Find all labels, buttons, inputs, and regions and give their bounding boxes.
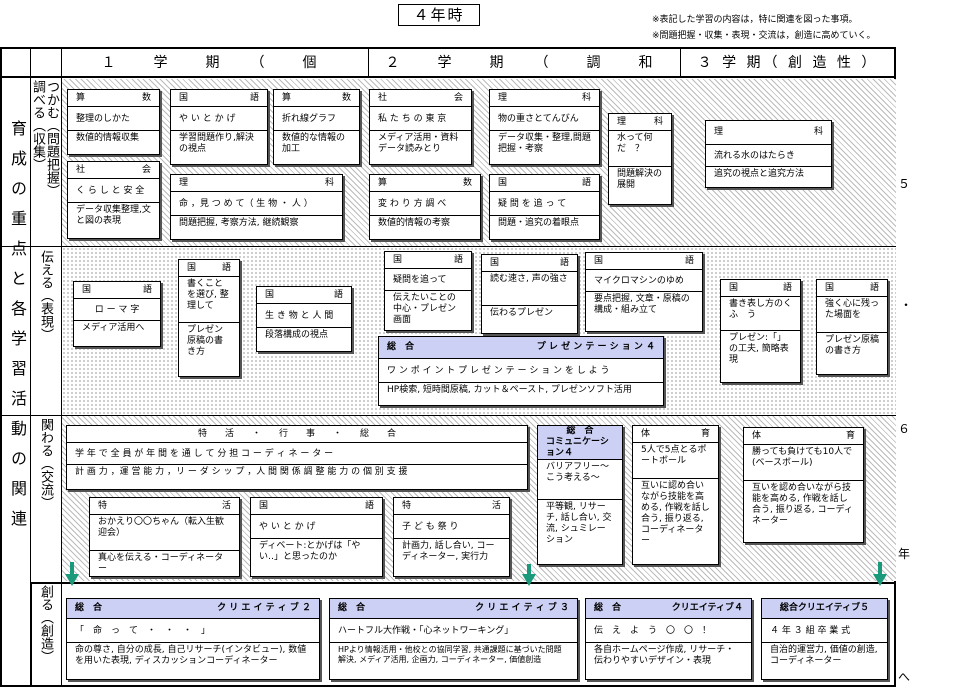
- card-sci-river: 理科 流れる水のはたらき 追究の視点と追究方法: [705, 120, 832, 188]
- row-label-interact: 関わる（交流）: [38, 418, 53, 509]
- semester-3: ３ 学 期（ 創 造 性 ）: [697, 55, 879, 71]
- row-label-express: 伝える（表現）: [38, 250, 53, 341]
- right-dot: ・: [900, 298, 913, 312]
- right-year: 年: [898, 547, 911, 561]
- card-pe-portball: 体育 5人で5点とるポートボール 互いに認め合いながら技能を高める, 作戦を話し…: [632, 425, 719, 565]
- note-2: ※問題把握・収集・表現・交流は，創造に高めていく。: [652, 31, 876, 41]
- card-sougou-presentation4: 総 合プ レ ゼ ン テ ー シ ョ ン ４ ワ ン ポ イ ン ト プ レ ゼ…: [378, 336, 664, 406]
- card-math-change: 算数 変 わ り 方 調 べ 数値的情報の考察: [369, 174, 481, 240]
- card-tokkatsu-events: 特 活 ・ 行 事 ・ 総 合 学 年 で 全 員 が 年 間 を 通 し て …: [66, 425, 528, 490]
- card-sougou-communication4: 総 合コミュニケーション４ バリアフリー～こう考える～ 平等観, リサーチ, 話…: [537, 425, 623, 565]
- card-pe-baseball: 体育 勝っても負けても10人で(ベースボール) 互いを認め合いながら技能を高める…: [743, 427, 864, 543]
- page-title: ４年時: [398, 4, 480, 26]
- card-jp-romaji: 国語 ロ ー マ 字 メディア活用へ: [73, 281, 161, 347]
- card-social-safety: 社会 く ら し と 安 全 データ収集整理,文と図の表現: [67, 161, 160, 239]
- card-jp-question2: 国語 疑問を追って 伝えたいことの中心・プレゼン画面: [384, 251, 472, 331]
- main-column-label: 育成の重点と各学習活動の関連: [8, 120, 27, 540]
- card-jp-debate: 国語 や い と か げ ディベート:とかげは「やい‥」と思ったのか: [250, 497, 383, 577]
- row-label-collect: 調べる（収集）: [30, 80, 45, 171]
- note-1: ※表記した学習の内容は，特に関連を図った事項。: [652, 15, 858, 25]
- card-jp-yaitokage: 国語 や い と か げ 学習問題作り,解決の視点: [170, 89, 268, 165]
- row-create-frame: [30, 582, 896, 687]
- card-social-tokyo: 社会 私 た ち の 東 京 メディア活用・資料データ読みとり: [369, 89, 472, 165]
- card-sougou-creative5: 総合クリエイティブ５ ４ 年 ３ 組 卒 業 式 自治的運営力, 価値の創造, …: [761, 598, 888, 680]
- card-jp-scene: 国語 強く心に残った場面を プレゼン原稿の書き方: [816, 279, 888, 375]
- card-sougou-creative2: 総 合ク リ エ イ テ ィ ブ ２ 「 命 っ て ・ ・ ・ 」 命の尊さ,…: [66, 598, 320, 680]
- card-jp-micromachine: 国語 マイクロマシンのゆめ 要点把握, 文章・原稿の構成・組み立て: [585, 252, 703, 332]
- card-jp-question: 国語 疑 問 を 追 っ て 問題・追究の着眼点: [489, 174, 600, 240]
- semester-header: [0, 47, 896, 78]
- card-tokkatsu-welcome: 特活 おかえり〇〇ちゃん（転入生歓迎会） 真心を伝える・コーディネーター: [89, 497, 240, 577]
- card-sougou-creative4: 総 合クリエイティブ４ 伝 え よ う 〇 〇 ！ 各自ホームページ作成, リサ…: [585, 598, 752, 680]
- card-sci-weight: 理科 物の重さとてんびん データ収集・整理,問題把握・考察: [489, 89, 600, 165]
- card-math-organize: 算数 整理のしかた 数値的情報収集: [67, 89, 160, 155]
- card-math-linegraph: 算数 折れ線グラフ 数値的な情報の加工: [273, 89, 360, 165]
- row-label-grasp: つかむ（問題把握）: [44, 80, 59, 197]
- card-sci-water: 理科 水って何だ ？ 問題解決の展開: [608, 113, 672, 205]
- row-label-create: 創る（創造）: [38, 585, 53, 663]
- card-jp-expression: 国語 書き表し方のく ふ う プレゼン:「」の工夫, 簡略表現: [720, 279, 801, 383]
- card-jp-reading: 国語 読む速さ, 声の強さ 伝わるプレゼン: [481, 254, 578, 334]
- card-tokkatsu-festival: 特活 子 ど も 祭 り 計画力, 話し合い, コーディネーター, 実行力: [393, 497, 510, 577]
- card-sougou-creative3: 総 合ク リ エ イ テ ィ ブ ３ ハートフル大作戦・「心ネットワーキング」 …: [329, 598, 578, 680]
- card-jp-creatures: 国語 生 き 物 と 人 間 段落構成の視点: [256, 286, 352, 352]
- card-sci-life: 理科 命 ，見 つ め て（ 生 物 ・ 人 ） 問題把握, 考察方法, 継続観…: [170, 174, 343, 240]
- right-he: へ: [898, 670, 911, 684]
- card-jp-writing: 国語 書くことを選び, 整理して プレゼン原稿の書き方: [178, 259, 240, 377]
- right-5: ５: [898, 177, 911, 191]
- right-6: ６: [898, 422, 911, 436]
